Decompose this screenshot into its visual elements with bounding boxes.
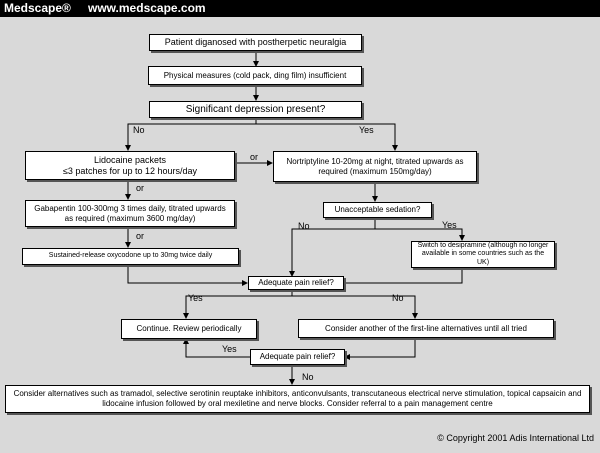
node-oxycodone: Sustained-release oxycodone up to 30mg t… — [22, 248, 239, 265]
header-bar: Medscape® www.medscape.com — [0, 0, 600, 17]
node-relief2-text: Adequate pain relief? — [259, 352, 336, 362]
node-lidocaine: Lidocaine packets ≤3 patches for up to 1… — [25, 151, 235, 180]
node-relief1-text: Adequate pain relief? — [258, 278, 334, 288]
label-or-1: or — [250, 152, 259, 162]
branch-sedation-yes — [375, 228, 465, 241]
node-desipramine-text: Switch to desipramine (although no longe… — [417, 241, 549, 266]
node-start: Patient diganosed with postherpetic neur… — [149, 34, 362, 51]
node-lidocaine-line2: ≤3 patches for up to 12 hours/day — [62, 165, 198, 176]
arrow-consider-relief2 — [344, 338, 416, 360]
node-continue-text: Continue. Review periodically — [136, 324, 242, 334]
copyright-text: © Copyright 2001 Adis International Ltd — [437, 433, 594, 443]
label-or-2: or — [136, 183, 145, 193]
node-gabapentin-text: Gabapentin 100-300mg 3 times daily, titr… — [34, 203, 226, 223]
label-no-sedation: No — [298, 221, 310, 231]
node-nortriptyline-text: Nortriptyline 10-20mg at night, titrated… — [286, 156, 464, 176]
node-depression-text: Significant depression present? — [185, 103, 326, 115]
node-consider-other: Consider another of the first-line alter… — [298, 319, 554, 338]
arrow-oxycodone-relief — [127, 265, 248, 286]
node-nortriptyline: Nortriptyline 10-20mg at night, titrated… — [273, 151, 477, 182]
arrow-desipramine-relief — [324, 268, 463, 286]
label-no-relief2: No — [302, 372, 314, 382]
node-depression-question: Significant depression present? — [149, 101, 362, 118]
node-alternatives-text: Consider alternatives such as tramadol, … — [13, 389, 582, 408]
node-start-text: Patient diganosed with postherpetic neur… — [164, 37, 347, 48]
node-continue: Continue. Review periodically — [121, 319, 257, 339]
label-no-relief1: No — [392, 293, 404, 303]
node-desipramine: Switch to desipramine (although no longe… — [411, 241, 555, 268]
node-sedation-text: Unacceptable sedation? — [334, 205, 421, 215]
branch-relief1-yes — [183, 290, 293, 319]
node-relief-question-1: Adequate pain relief? — [248, 276, 344, 290]
node-physical-measures: Physical measures (cold pack, ding film)… — [148, 66, 362, 85]
branch-depression-no — [125, 118, 257, 151]
arrow-relief2-continue — [183, 338, 250, 358]
label-or-3: or — [136, 231, 145, 241]
label-yes-sedation: Yes — [442, 220, 457, 230]
branch-sedation-no — [289, 218, 376, 277]
label-no-depression: No — [133, 125, 145, 135]
brand-name: Medscape® — [4, 1, 71, 15]
node-gabapentin: Gabapentin 100-300mg 3 times daily, titr… — [25, 200, 235, 227]
label-yes-relief1: Yes — [188, 293, 203, 303]
node-physical-text: Physical measures (cold pack, ding film)… — [163, 70, 347, 80]
branch-depression-yes — [256, 123, 398, 151]
node-oxycodone-text: Sustained-release oxycodone up to 30mg t… — [48, 252, 213, 260]
label-yes-relief2: Yes — [222, 344, 237, 354]
node-alternatives: Consider alternatives such as tramadol, … — [5, 385, 590, 413]
node-relief-question-2: Adequate pain relief? — [250, 349, 345, 365]
branch-relief1-no — [292, 295, 418, 319]
node-sedation-question: Unacceptable sedation? — [323, 202, 432, 218]
site-url: www.medscape.com — [88, 1, 206, 15]
node-lidocaine-line1: Lidocaine packets — [93, 154, 167, 165]
node-consider-other-text: Consider another of the first-line alter… — [325, 323, 527, 333]
label-yes-depression: Yes — [359, 125, 374, 135]
